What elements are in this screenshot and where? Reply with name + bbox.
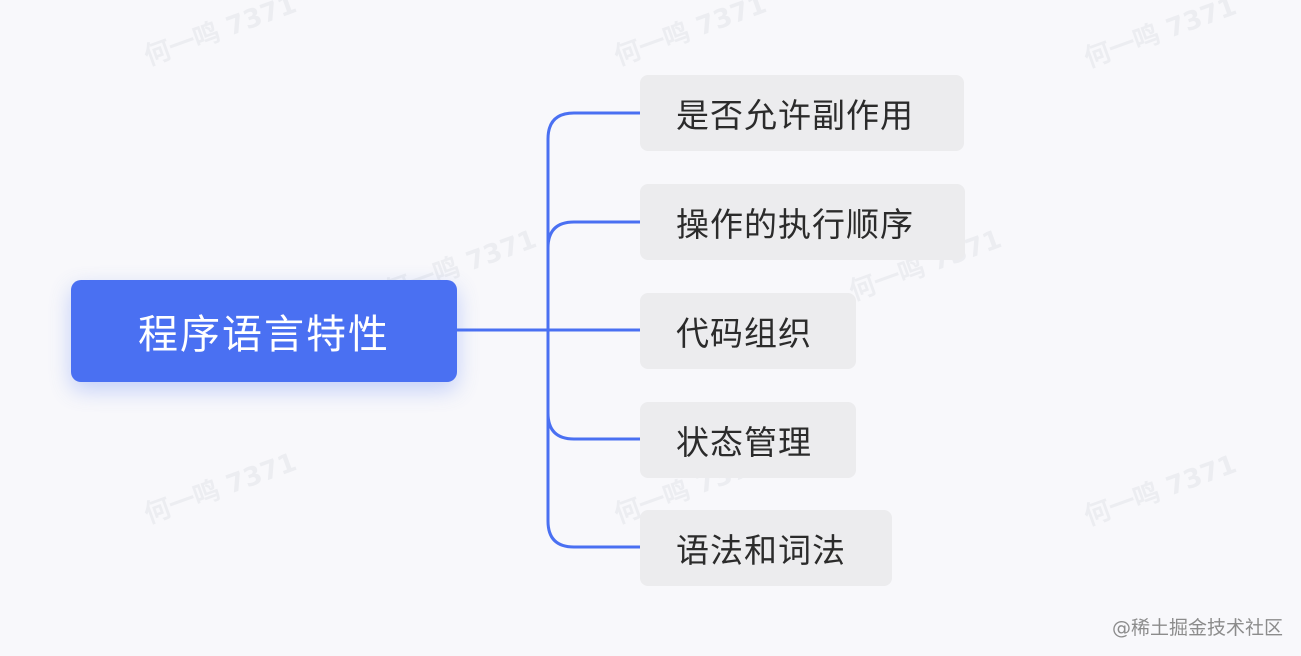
connector-branch-2 — [546, 220, 642, 250]
root-topic-label: 程序语言特性 — [138, 312, 390, 358]
child-topic-node[interactable]: 状态管理 — [640, 402, 856, 478]
root-topic-node[interactable]: 程序语言特性 — [71, 280, 457, 382]
child-topic-label: 代码组织 — [676, 314, 812, 353]
child-topic-label: 语法和词法 — [676, 531, 846, 570]
child-topic-node[interactable]: 代码组织 — [640, 293, 856, 369]
child-topic-node[interactable]: 语法和词法 — [640, 510, 892, 586]
connector-branch-1 — [546, 111, 642, 549]
child-topic-node[interactable]: 是否允许副作用 — [640, 75, 964, 151]
child-topic-label: 是否允许副作用 — [676, 96, 914, 135]
child-topic-label: 操作的执行顺序 — [676, 205, 914, 244]
child-topic-label: 状态管理 — [676, 423, 812, 462]
footer-credit: @稀土掘金技术社区 — [1111, 617, 1283, 639]
child-topic-node[interactable]: 操作的执行顺序 — [640, 184, 965, 260]
connector-branch-4 — [546, 411, 642, 441]
